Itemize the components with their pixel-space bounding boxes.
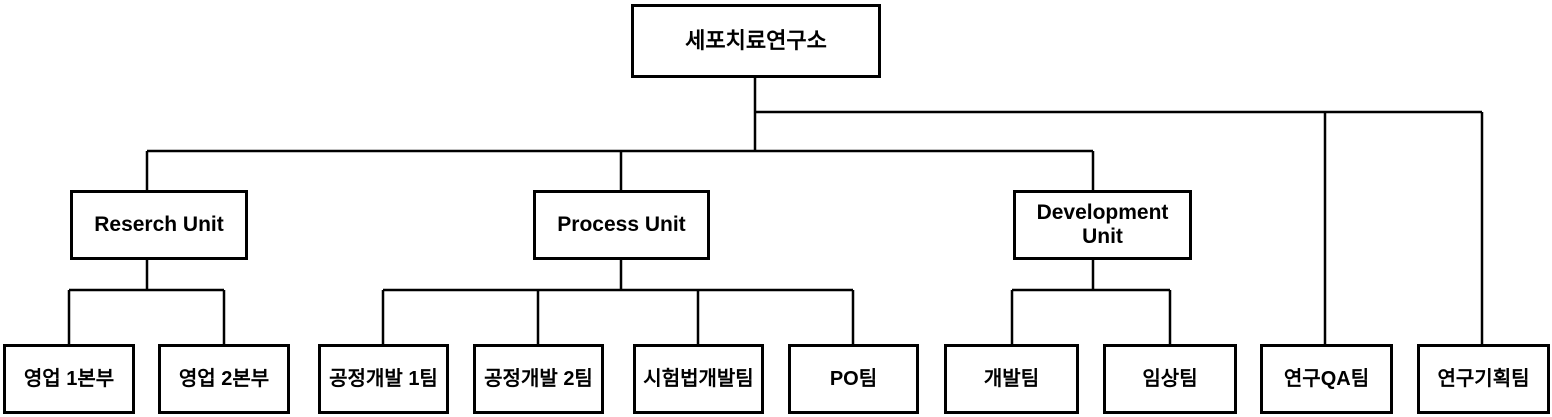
- node-development-unit: Development Unit: [1013, 190, 1192, 260]
- node-institute: 세포치료연구소: [631, 4, 881, 78]
- node-process-dev-team-2: 공정개발 2팀: [473, 344, 604, 414]
- node-reserch-unit: Reserch Unit: [70, 190, 248, 260]
- node-process-dev-team-1: 공정개발 1팀: [318, 344, 449, 414]
- node-process-unit: Process Unit: [533, 190, 710, 260]
- node-development-team: 개발팀: [944, 344, 1079, 414]
- node-sales-hq-1: 영업 1본부: [3, 344, 135, 414]
- node-assay-dev-team: 시험법개발팀: [633, 344, 764, 414]
- node-research-qa-team: 연구QA팀: [1260, 344, 1393, 414]
- node-po-team: PO팀: [788, 344, 919, 414]
- connector-path: [67, 78, 1484, 344]
- node-clinical-team: 임상팀: [1103, 344, 1237, 414]
- node-sales-hq-2: 영업 2본부: [158, 344, 290, 414]
- node-research-planning-team: 연구기획팀: [1417, 344, 1550, 414]
